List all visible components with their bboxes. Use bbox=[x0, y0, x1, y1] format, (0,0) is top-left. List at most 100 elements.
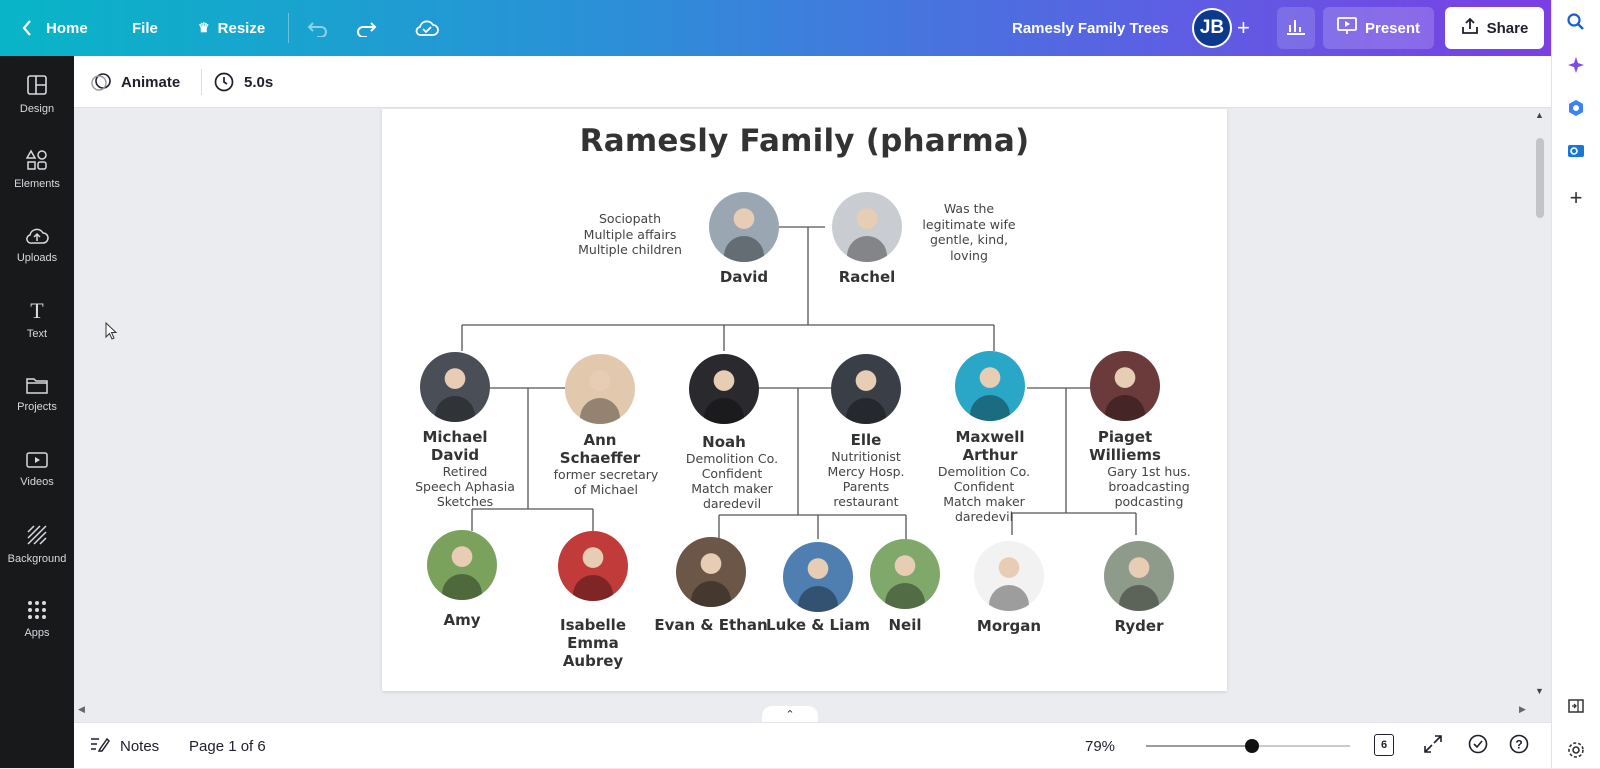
show-pages-toggle[interactable]: ⌃ bbox=[762, 706, 818, 722]
help-button[interactable]: ? bbox=[1509, 723, 1529, 769]
name-line: Noah bbox=[702, 433, 746, 451]
resize-button[interactable]: ♛ Resize bbox=[198, 0, 265, 56]
avatar[interactable]: JB bbox=[1192, 8, 1232, 48]
scroll-down-icon[interactable]: ▼ bbox=[1535, 686, 1544, 696]
file-menu[interactable]: File bbox=[132, 19, 158, 37]
person-david[interactable]: David bbox=[674, 192, 814, 286]
person-neil[interactable]: Neil bbox=[835, 539, 975, 634]
zoom-slider[interactable] bbox=[1146, 739, 1350, 753]
person-elle[interactable]: Elle Nutritionist Mercy Hosp. Parents re… bbox=[796, 354, 936, 509]
name-line: David bbox=[430, 446, 480, 464]
add-app-icon[interactable]: + bbox=[1569, 185, 1583, 210]
insights-button[interactable] bbox=[1277, 7, 1315, 49]
sidebar-item-elements[interactable]: Elements bbox=[0, 137, 74, 201]
note-line: of Michael bbox=[574, 482, 638, 497]
scroll-left-icon[interactable]: ◀ bbox=[78, 704, 85, 714]
present-button[interactable]: Present bbox=[1323, 7, 1434, 49]
vertical-scrollbar[interactable]: ▲ ▼ bbox=[1535, 110, 1545, 710]
person-name: Evan & Ethan bbox=[641, 616, 781, 634]
present-label: Present bbox=[1364, 19, 1421, 37]
undo-button[interactable] bbox=[307, 0, 329, 56]
cloud-saved-button[interactable] bbox=[414, 0, 440, 56]
sidebar-label-design: Design bbox=[19, 102, 55, 115]
share-button[interactable]: Share bbox=[1445, 7, 1544, 49]
fullscreen-button[interactable] bbox=[1424, 723, 1442, 769]
scroll-right-icon[interactable]: ▶ bbox=[1519, 704, 1526, 714]
scrollbar-thumb[interactable] bbox=[1536, 138, 1544, 218]
zoom-level[interactable]: 79% bbox=[1085, 737, 1116, 755]
document-title[interactable]: Ramesly Family Trees bbox=[1012, 19, 1169, 37]
context-toolbar: Animate 5.0s bbox=[74, 56, 1551, 108]
person-luke-liam[interactable]: Luke & Liam bbox=[748, 542, 888, 634]
person-ann[interactable]: Ann Schaeffer former secretary of Michae… bbox=[530, 354, 670, 497]
neil-photo bbox=[870, 539, 940, 609]
add-collaborator-button[interactable]: + bbox=[1237, 0, 1250, 56]
sidebar-item-text[interactable]: T Text bbox=[0, 287, 74, 351]
name-line: Michael bbox=[422, 428, 488, 446]
person-notes: Gary 1st hus. broadcasting podcasting bbox=[1103, 464, 1195, 509]
animate-icon bbox=[90, 72, 112, 92]
david-note[interactable]: Sociopath Multiple affairs Multiple chil… bbox=[565, 211, 695, 258]
person-amy[interactable]: Amy bbox=[392, 530, 532, 629]
name-line: Arthur bbox=[962, 446, 1018, 464]
sidebar-toggle-icon[interactable] bbox=[1564, 694, 1588, 718]
person-isabelle[interactable]: Isabelle Emma Aubrey bbox=[523, 531, 663, 670]
photo-figure bbox=[442, 574, 482, 600]
sidebar-item-projects[interactable]: Projects bbox=[0, 362, 74, 426]
page-grid-button[interactable]: 6 bbox=[1374, 734, 1394, 756]
home-label: Home bbox=[46, 19, 88, 37]
animate-button[interactable]: Animate bbox=[90, 56, 180, 108]
elements-icon bbox=[25, 148, 48, 174]
sidebar-item-uploads[interactable]: Uploads bbox=[0, 212, 74, 276]
redo-button[interactable] bbox=[355, 0, 377, 56]
rachel-note[interactable]: Was the legitimate wife gentle, kind, lo… bbox=[909, 201, 1029, 263]
person-name: Morgan bbox=[939, 617, 1079, 635]
home-button[interactable]: Home bbox=[22, 0, 88, 56]
share-label: Share bbox=[1486, 19, 1529, 37]
notes-button[interactable]: Notes bbox=[90, 723, 159, 769]
page-indicator[interactable]: Page 1 of 6 bbox=[189, 737, 266, 755]
sidebar-label-videos: Videos bbox=[20, 475, 54, 488]
person-maxwell[interactable]: Maxwell Arthur Demolition Co. Confident … bbox=[920, 351, 1060, 524]
person-rachel[interactable]: Rachel bbox=[797, 192, 937, 286]
redo-icon bbox=[355, 19, 377, 37]
person-ryder[interactable]: Ryder bbox=[1069, 541, 1209, 635]
name-line: Morgan bbox=[976, 617, 1042, 635]
page-title[interactable]: Ramesly Family (pharma) bbox=[579, 123, 1030, 159]
outlook-icon[interactable] bbox=[1564, 139, 1588, 163]
duration-button[interactable]: 5.0s bbox=[214, 56, 273, 108]
name-line: Isabelle bbox=[560, 616, 626, 634]
person-noah[interactable]: Noah Demolition Co. Confident Match make… bbox=[654, 354, 794, 511]
check-circle-icon bbox=[1468, 734, 1488, 758]
luke-liam-photo bbox=[783, 542, 853, 612]
name-line: Rachel bbox=[838, 268, 896, 286]
sidebar-item-apps[interactable]: Apps bbox=[0, 587, 74, 651]
settings-gear-icon[interactable] bbox=[1564, 738, 1588, 762]
sparkle-icon[interactable] bbox=[1564, 53, 1588, 77]
chevron-left-icon bbox=[22, 20, 32, 36]
person-piaget[interactable]: Piaget Williems Gary 1st hus. broadcasti… bbox=[1055, 351, 1195, 509]
person-morgan[interactable]: Morgan bbox=[939, 541, 1079, 635]
scroll-up-icon[interactable]: ▲ bbox=[1535, 110, 1544, 120]
person-name: Ryder bbox=[1069, 617, 1209, 635]
person-name: Ann Schaeffer bbox=[530, 431, 670, 467]
slide-page[interactable]: Ramesly Family (pharma) Sociopath Multip… bbox=[382, 109, 1227, 691]
person-name: Rachel bbox=[797, 268, 937, 286]
person-notes: Nutritionist Mercy Hosp. Parents restaur… bbox=[796, 449, 936, 509]
photo-figure bbox=[989, 585, 1029, 611]
expand-icon bbox=[1424, 735, 1442, 757]
sidebar-item-background[interactable]: Background bbox=[0, 512, 74, 576]
person-name: Neil bbox=[835, 616, 975, 634]
top-bar: Home File ♛ Resize Ramesly Family Trees … bbox=[0, 0, 1551, 56]
search-icon[interactable] bbox=[1564, 10, 1588, 34]
copilot-icon[interactable] bbox=[1564, 96, 1588, 120]
zoom-slider-handle[interactable] bbox=[1245, 739, 1260, 753]
person-michael[interactable]: Michael David Retired Speech Aphasia Ske… bbox=[385, 352, 525, 509]
note-line: Mercy Hosp. bbox=[827, 464, 905, 479]
sidebar-item-videos[interactable]: Videos bbox=[0, 437, 74, 501]
check-status-button[interactable] bbox=[1468, 723, 1488, 769]
david-photo bbox=[709, 192, 779, 262]
person-evan-ethan[interactable]: Evan & Ethan bbox=[641, 537, 781, 634]
person-notes: Demolition Co. Confident Match maker dar… bbox=[908, 464, 1060, 524]
sidebar-item-design[interactable]: Design bbox=[0, 62, 74, 126]
